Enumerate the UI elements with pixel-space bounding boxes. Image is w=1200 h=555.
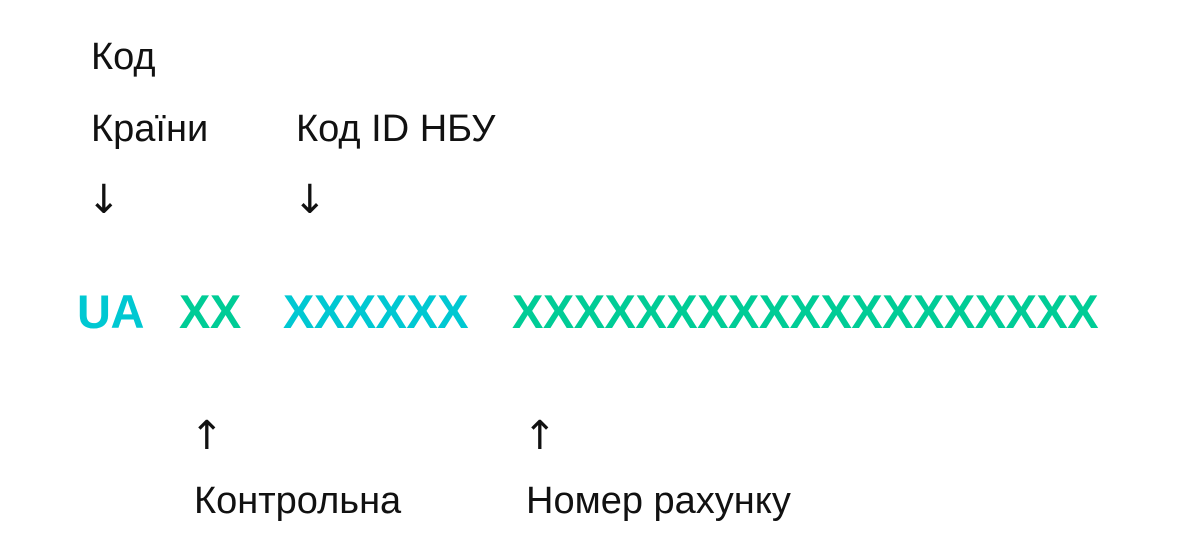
iban-check-digits: XX: [179, 285, 241, 338]
iban-account-number: XXXXXXXXXXXXXXXXXXX: [512, 285, 1099, 338]
down-arrow-icon: ↓: [87, 177, 121, 223]
country-code-label-line1: Код: [91, 36, 156, 78]
country-code-label-line2: Країни: [91, 108, 209, 150]
iban-country-code: UA: [77, 285, 144, 338]
check-digits-label: Контрольна: [194, 480, 402, 522]
down-arrow-icon: ↓: [293, 177, 327, 223]
up-arrow-icon: ↑: [523, 413, 557, 459]
iban-bank-id: XXXXXX: [283, 285, 469, 338]
account-number-label: Номер рахунку: [526, 480, 791, 522]
bank-id-label: Код ID НБУ: [296, 108, 496, 150]
up-arrow-icon: ↑: [190, 413, 224, 459]
